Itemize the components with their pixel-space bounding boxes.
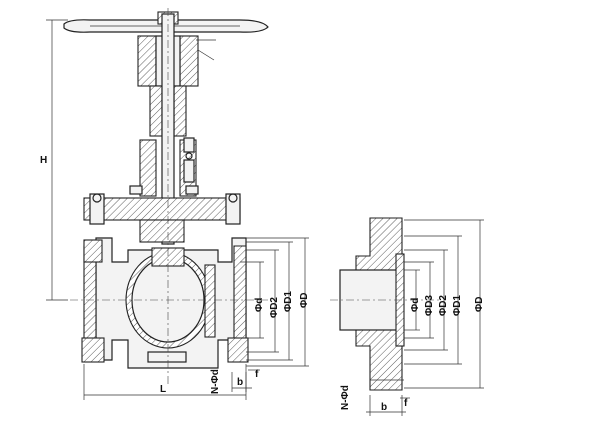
flange-section xyxy=(330,217,440,391)
yoke xyxy=(137,35,216,137)
f-label: f xyxy=(255,369,259,380)
d2-label: ΦD2 xyxy=(269,297,280,318)
height-label: H xyxy=(40,155,47,166)
b-label: b xyxy=(237,377,243,388)
flange-d3-label: ΦD3 xyxy=(424,295,435,316)
packing-gland xyxy=(129,137,199,197)
flange-outer-label: ΦD xyxy=(474,297,485,312)
right-dimensions xyxy=(366,219,484,416)
flange-b-label: b xyxy=(381,402,387,413)
gate-valve-assembly xyxy=(63,8,269,385)
flange-d1-label: ΦD1 xyxy=(452,295,463,316)
d1-label: ΦD1 xyxy=(283,291,294,312)
gate-wedge xyxy=(125,247,216,363)
flange-bolt-label: N-Φd xyxy=(340,385,351,410)
flange-d2-label: ΦD2 xyxy=(438,295,449,316)
flange-bore-label: Φd xyxy=(410,298,421,312)
outer-dia-label: ΦD xyxy=(299,293,310,308)
flange-f-label: f xyxy=(404,398,408,409)
length-label: L xyxy=(160,384,166,395)
left-dimensions xyxy=(46,19,309,400)
bonnet-flange xyxy=(83,193,241,243)
bolt-hole-label: N-Φd xyxy=(210,369,221,394)
bore-dia-label: Φd xyxy=(254,298,265,312)
